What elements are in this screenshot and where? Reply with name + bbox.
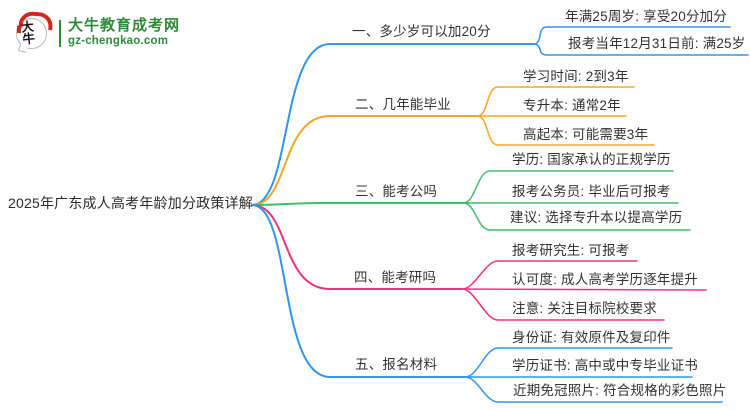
branch-1-child-1: 年满25周岁: 享受20分加分 (565, 9, 728, 24)
site-name: 大牛教育成考网 (68, 17, 181, 34)
branch-4-label: 四、能考研吗 (354, 270, 437, 285)
mindmap-root-title: 2025年广东成人高考年龄加分政策详解 (8, 195, 253, 211)
branch-2-child-2: 专升本: 通常2年 (523, 98, 621, 113)
branch-5-child-2: 学历证书: 高中或中专毕业证书 (512, 358, 699, 373)
branch-4-child-1: 报考研究生: 可报考 (512, 243, 630, 258)
logo-mark-icon: 大牛 (14, 10, 54, 53)
branch-2-main-link (251, 115, 478, 206)
branch-3-child-3: 建议: 选择专升本以提高学历 (510, 210, 683, 225)
branch-5-child-links (464, 347, 723, 403)
branch-5-child-3: 近期免冠照片: 符合规格的彩色照片 (513, 383, 727, 398)
branch-2-child-1: 学习时间: 2到3年 (523, 69, 629, 84)
branch-4-child-links (461, 260, 707, 321)
branch-3-label: 三、能考公吗 (355, 184, 438, 199)
branch-3-main-link (251, 202, 464, 206)
branch-2-label: 二、几年能毕业 (355, 97, 451, 112)
branch-5-child-1: 身份证: 有效原件及复印件 (512, 330, 671, 345)
branch-5-label: 五、报名材料 (355, 357, 438, 372)
logo-separator (59, 19, 61, 47)
branch-4-child-3: 注意: 关注目标院校要求 (512, 301, 657, 316)
site-logo: 大牛 大牛教育成考网 gz-chengkao.com (14, 10, 181, 53)
branch-3-child-1: 学历: 国家承认的正规学历 (512, 152, 671, 167)
branch-2-child-links (476, 86, 655, 146)
logo-red-seal (17, 26, 21, 33)
branch-1-child-links (532, 26, 749, 56)
branch-3-child-links (462, 170, 691, 231)
branch-1-child-2: 报考当年12月31日前: 满25岁 (568, 36, 746, 51)
site-url: gz-chengkao.com (68, 35, 169, 47)
branch-5-main-link (251, 204, 466, 378)
branch-4-main-link (251, 204, 463, 290)
branch-4-child-2: 认可度: 成人高考学历逐年提升 (512, 272, 699, 287)
branch-3-child-2: 报考公务员: 毕业后可报考 (512, 184, 671, 199)
branch-1-main-link (251, 43, 534, 206)
branch-1-label: 一、多少岁可以加20分 (352, 24, 491, 39)
branch-2-child-3: 高起本: 可能需要3年 (523, 127, 649, 142)
